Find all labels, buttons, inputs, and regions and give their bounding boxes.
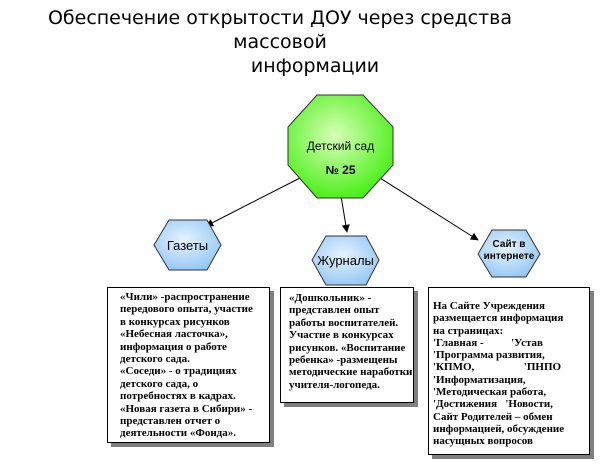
box-line: 'Достижения 'Новости, xyxy=(433,398,553,411)
box-line: «Новая газета в Сибири» - xyxy=(120,402,253,415)
box-line: ребенка» -размещены xyxy=(289,354,398,367)
box-line: учителя-логопеда. xyxy=(289,378,380,391)
center-label-line-2: № 25 xyxy=(325,163,356,177)
sait-hexagon xyxy=(477,229,541,278)
box-line: рисунков. «Воспитание xyxy=(289,341,406,354)
box-line: 'Методическая работа, xyxy=(433,386,547,399)
gazety-label: Газеты xyxy=(166,238,209,253)
box-line: На Сайте Учреждения xyxy=(433,300,545,312)
center-octagon xyxy=(287,94,394,199)
box-line: 'Главная - 'Устав xyxy=(433,336,543,349)
gazety-hexagon xyxy=(153,219,222,271)
box-line: Участие в конкурсах xyxy=(289,329,394,342)
box-line: «Дошкольник» - xyxy=(289,292,372,304)
box-line: передового опыта, участие xyxy=(120,303,253,316)
center-label: Детский сад № 25 xyxy=(288,137,393,179)
box-line: методические наработки xyxy=(289,366,413,379)
box-line: 'Программа развития, xyxy=(433,349,545,362)
box-line: информация о работе xyxy=(120,340,227,353)
title-line-2: информации xyxy=(250,55,380,77)
box-line: работы воспитателей. xyxy=(289,316,399,329)
zhurnaly-hexagon xyxy=(311,235,380,286)
box-line: представлен отчет о xyxy=(120,415,221,428)
box-line: насущных вопросов xyxy=(433,435,533,448)
box-line: «Чили» -распространение xyxy=(120,291,250,303)
diagram-title: Обеспечение открытости ДОУ через средств… xyxy=(0,6,600,78)
zhurnaly-label: Журналы xyxy=(317,253,374,268)
arrow-to-sait xyxy=(379,177,479,241)
box-line: «Соседи» - о традициях xyxy=(120,365,237,378)
box-line: детского сада. xyxy=(120,353,190,366)
box-line: детского сада, о xyxy=(120,377,199,390)
title-line-1: Обеспечение открытости ДОУ через средств… xyxy=(47,7,513,53)
box-line: размещается информация xyxy=(433,312,564,325)
box-line: в конкурсах рисунков xyxy=(120,315,230,328)
box-line: «Небесная ласточка», xyxy=(120,328,228,341)
box-line: 'КПМО, 'ПНПО xyxy=(433,361,562,374)
box-line: на страницах: xyxy=(433,324,504,337)
box-line: информацией, обсуждение xyxy=(433,422,565,435)
box-line: Сайт Родителей – обмен xyxy=(433,410,553,423)
sait-label-line-1: Сайт в xyxy=(492,239,526,250)
box-line: представлен опыт xyxy=(289,304,380,317)
box-line: потребностях в кадрах. xyxy=(120,390,236,403)
center-label-line-1: Детский сад xyxy=(306,139,375,153)
arrow-to-gazety xyxy=(205,177,301,227)
box-line: деятельности «Фонда». xyxy=(120,427,236,440)
sait-label-line-2: интернете xyxy=(483,251,535,262)
sait-label: Сайт в интернете xyxy=(478,239,540,263)
box-line: 'Информатизация, xyxy=(433,373,526,386)
